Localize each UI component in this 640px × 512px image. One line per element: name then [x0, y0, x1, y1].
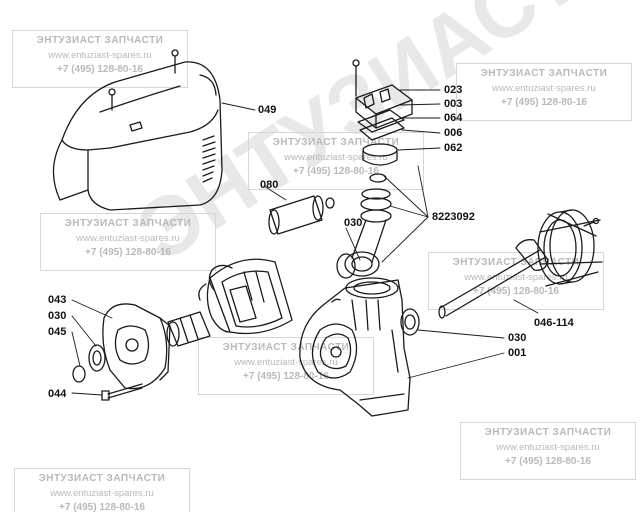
watermark-phone: +7 (495) 128-80-16: [293, 166, 379, 177]
watermark-title: ЭНТУЗИАСТ ЗАПЧАСТИ: [480, 68, 608, 79]
watermark-title: ЭНТУЗИАСТ ЗАПЧАСТИ: [38, 473, 166, 484]
end-shield-part: [102, 303, 171, 390]
part-label-006: 006: [444, 127, 463, 139]
watermark-title: ЭНТУЗИАСТ ЗАПЧАСТИ: [222, 342, 350, 353]
watermark-url: www.entuziast-spares.ru: [492, 83, 596, 94]
watermark-url: www.entuziast-spares.ru: [284, 152, 388, 163]
watermark-title: ЭНТУЗИАСТ ЗАПЧАСТИ: [64, 218, 192, 229]
bolt-044-part: [101, 383, 143, 401]
watermark-box: ЭНТУЗИАСТ ЗАПЧАСТИ www.entuziast-spares.…: [248, 132, 424, 190]
crankshaft-part: [438, 209, 600, 319]
part-label-049: 049: [258, 104, 277, 116]
watermark-url: www.entuziast-spares.ru: [76, 233, 180, 244]
part-label-043: 043: [48, 294, 67, 306]
right-bearing-part: [400, 308, 420, 336]
watermark-box: ЭНТУЗИАСТ ЗАПЧАСТИ www.entuziast-spares.…: [456, 63, 632, 121]
watermark-url: www.entuziast-spares.ru: [496, 442, 600, 453]
part-label-003: 003: [444, 98, 463, 110]
fan-part: [539, 213, 603, 287]
watermark-box: ЭНТУЗИАСТ ЗАПЧАСТИ www.entuziast-spares.…: [198, 337, 374, 395]
watermark-url: www.entuziast-spares.ru: [234, 357, 338, 368]
part-label-001: 001: [508, 347, 527, 359]
watermark-title: ЭНТУЗИАСТ ЗАПЧАСТИ: [272, 137, 400, 148]
watermark-box: ЭНТУЗИАСТ ЗАПЧАСТИ www.entuziast-spares.…: [40, 213, 216, 271]
part-label-030-piston: 030: [344, 217, 363, 229]
watermark-title: ЭНТУЗИАСТ ЗАПЧАСТИ: [36, 35, 164, 46]
watermark-url: www.entuziast-spares.ru: [48, 50, 152, 61]
part-label-080: 080: [260, 179, 279, 191]
crankcase-part: [299, 277, 411, 417]
watermark-box: ЭНТУЗИАСТ ЗАПЧАСТИ www.entuziast-spares.…: [460, 422, 636, 480]
watermark-box: ЭНТУЗИАСТ ЗАПЧАСТИ www.entuziast-spares.…: [428, 252, 604, 310]
part-label-064: 064: [444, 112, 463, 124]
connecting-rod-part: [336, 219, 387, 279]
rotor-part: [166, 311, 211, 347]
left-bearing-part: [72, 344, 106, 383]
watermark-phone: +7 (495) 128-80-16: [243, 371, 329, 382]
watermark-phone: +7 (495) 128-80-16: [57, 64, 143, 75]
watermark-phone: +7 (495) 128-80-16: [85, 247, 171, 258]
watermark-box: ЭНТУЗИАСТ ЗАПЧАСТИ www.entuziast-spares.…: [12, 30, 188, 88]
piston-part: [360, 173, 392, 223]
watermark-phone: +7 (495) 128-80-16: [59, 502, 145, 512]
capacitor-part: [268, 195, 335, 235]
watermark-title: ЭНТУЗИАСТ ЗАПЧАСТИ: [484, 427, 612, 438]
watermark-title: ЭНТУЗИАСТ ЗАПЧАСТИ: [452, 257, 580, 268]
part-label-030-left: 030: [48, 310, 67, 322]
part-label-023: 023: [444, 84, 463, 96]
part-label-030-right: 030: [508, 332, 527, 344]
watermark-phone: +7 (495) 128-80-16: [473, 286, 559, 297]
part-label-062: 062: [444, 142, 463, 154]
watermark-phone: +7 (495) 128-80-16: [505, 456, 591, 467]
watermark-box: ЭНТУЗИАСТ ЗАПЧАСТИ www.entuziast-spares.…: [14, 468, 190, 512]
motor-stator-part: [198, 258, 293, 335]
part-label-044: 044: [48, 388, 67, 400]
watermark-url: www.entuziast-spares.ru: [464, 272, 568, 283]
watermark-phone: +7 (495) 128-80-16: [501, 97, 587, 108]
fan-cover-part: [52, 49, 223, 211]
part-label-046-114: 046-114: [534, 317, 574, 329]
valve-plate-part: [352, 59, 413, 166]
part-label-8223092: 8223092: [432, 211, 475, 223]
watermark-url: www.entuziast-spares.ru: [50, 488, 154, 499]
leader-lines: [71, 89, 539, 396]
part-label-045: 045: [48, 326, 67, 338]
